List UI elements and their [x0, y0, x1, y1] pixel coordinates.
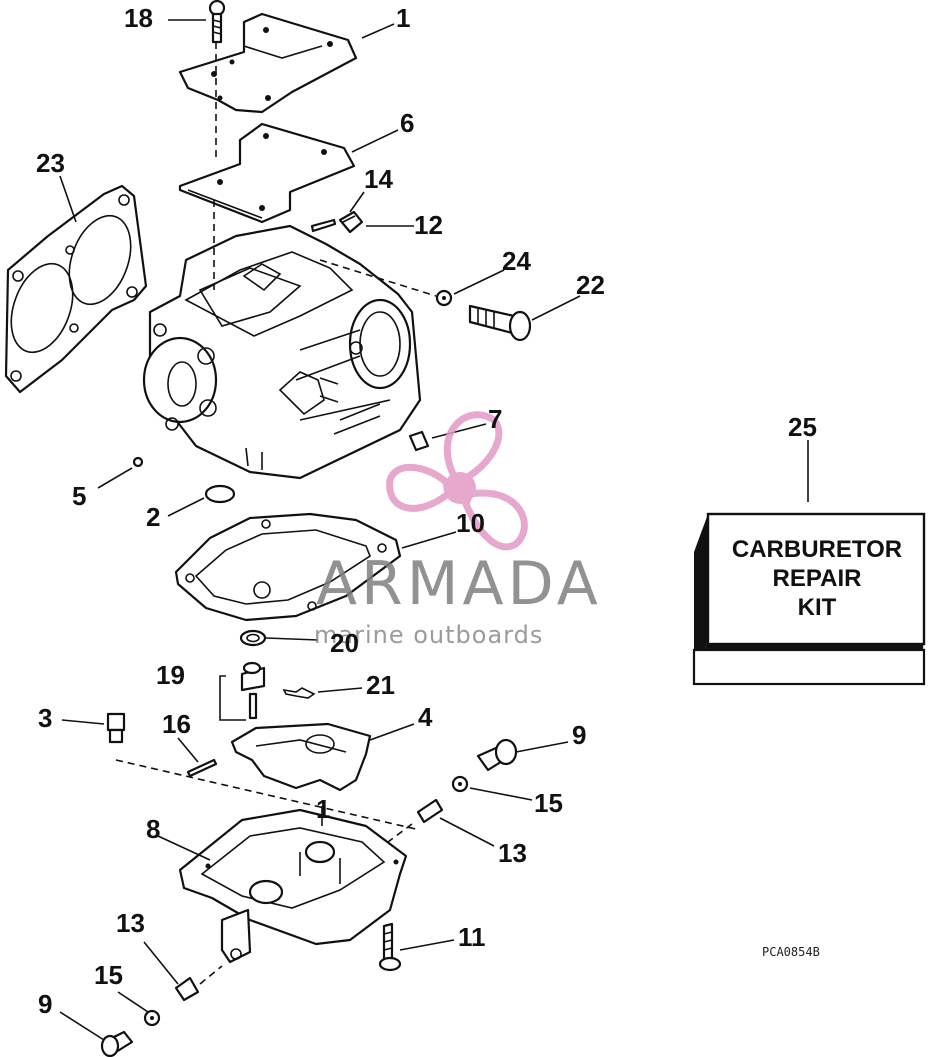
watermark-tagline: marine outboards [314, 621, 543, 649]
pin-14 [310, 218, 337, 233]
callout-21: 21 [366, 670, 395, 700]
callout-14: 14 [364, 164, 393, 194]
callout-9-lower: 9 [38, 989, 52, 1019]
callout-6: 6 [400, 108, 414, 138]
washer-24 [435, 289, 453, 307]
jet-13-lower [174, 976, 200, 1002]
callout-15-upper: 15 [534, 788, 563, 818]
jet-7 [408, 430, 430, 452]
cover-plate [178, 12, 358, 114]
screw-9-upper [476, 738, 518, 772]
jet-13-upper [416, 798, 444, 824]
carburetor-body [142, 224, 422, 480]
callout-15-lower: 15 [94, 960, 123, 990]
drawing-code: PCA0854B [762, 945, 820, 959]
callout-24: 24 [502, 246, 531, 276]
float-bowl-8 [178, 808, 408, 964]
callout-22: 22 [576, 270, 605, 300]
callout-1-top: 1 [396, 3, 410, 33]
callout-16: 16 [162, 709, 191, 739]
callout-9-upper: 9 [572, 720, 586, 750]
needle-seat-19 [239, 629, 267, 720]
check-ball-5 [132, 456, 144, 468]
clip-21 [282, 687, 316, 699]
screw-9-lower [100, 1030, 134, 1057]
callout-13-lower: 13 [116, 908, 145, 938]
plug-2 [204, 484, 236, 504]
callout-10: 10 [456, 508, 485, 538]
screw-3 [106, 712, 126, 744]
kit-label-line2: REPAIR [773, 565, 862, 592]
callout-20: 20 [330, 628, 359, 658]
callout-13-upper: 13 [498, 838, 527, 868]
float-4 [230, 722, 372, 792]
callout-25: 25 [788, 412, 817, 442]
flange-gasket [4, 184, 148, 394]
screw-11 [378, 922, 402, 972]
callout-12: 12 [414, 210, 443, 240]
callout-7: 7 [488, 404, 502, 434]
callout-1-lower: 1 [316, 794, 330, 824]
cover-gasket [178, 122, 356, 224]
leader-lines [59, 19, 809, 1041]
washer-15-upper [451, 775, 469, 793]
screw-22 [468, 304, 532, 342]
repair-kit-box [692, 512, 926, 686]
callout-2: 2 [146, 502, 160, 532]
callout-5: 5 [72, 481, 86, 511]
washer-15-lower [143, 1009, 161, 1027]
bowl-gasket [174, 512, 402, 622]
callout-11: 11 [458, 922, 486, 952]
watermark-brand: ARMADA [316, 549, 602, 619]
callout-8: 8 [146, 814, 160, 844]
propeller-icon [386, 411, 528, 551]
callout-23: 23 [36, 148, 65, 178]
screw-18 [208, 0, 226, 44]
callout-19: 19 [156, 660, 185, 690]
kit-label-line1: CARBURETOR [732, 536, 902, 563]
jet-12 [338, 210, 364, 234]
float-pin-16 [186, 758, 218, 778]
callout-18: 18 [124, 3, 153, 33]
callout-4: 4 [418, 702, 433, 732]
watermark: ARMADA marine outboards [314, 411, 602, 649]
kit-label-line3: KIT [798, 594, 837, 621]
callout-3: 3 [38, 703, 52, 733]
